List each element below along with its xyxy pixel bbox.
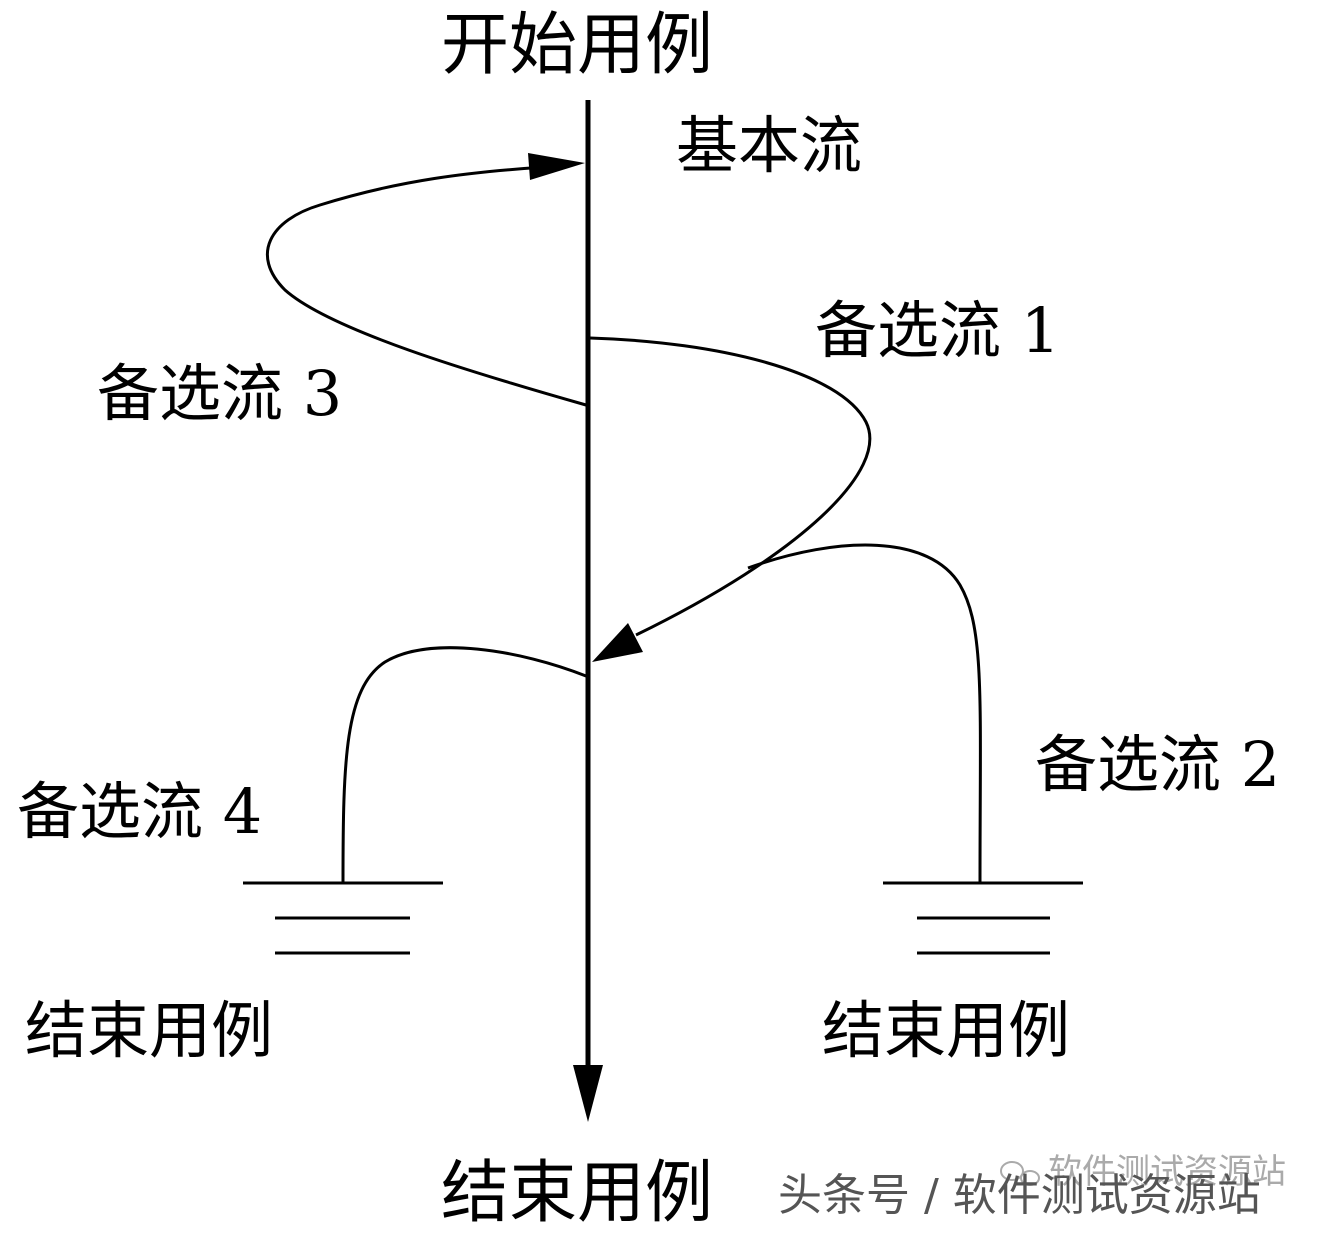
end-terminator-right xyxy=(883,881,1083,955)
watermark-text: 头条号 / 软件测试资源站 xyxy=(778,1170,1261,1221)
alt-flow-1-arrowhead xyxy=(592,623,643,662)
watermark-ghost-text: 软件测试资源站 xyxy=(1048,1152,1286,1192)
alt-flow-3-arrowhead xyxy=(528,153,585,180)
alt-flow-2-curve xyxy=(747,543,982,884)
end-left-label: 结束用例 xyxy=(25,994,273,1067)
wechat-logo-icon xyxy=(1000,1161,1040,1186)
end-terminator-left xyxy=(243,881,443,955)
alt-flow-1-curve xyxy=(589,336,872,637)
alt-flow-3-curve xyxy=(265,165,587,407)
alt-flow-4-label: 备选流 4 xyxy=(17,775,262,848)
start-label: 开始用例 xyxy=(441,6,713,85)
basic-flow-arrowhead xyxy=(573,1065,603,1122)
end-bottom-label: 结束用例 xyxy=(441,1154,713,1233)
alt-flow-1-label: 备选流 1 xyxy=(815,294,1060,367)
alt-flow-2-label: 备选流 2 xyxy=(1035,728,1280,801)
end-right-label: 结束用例 xyxy=(822,994,1070,1067)
alt-flow-3-label: 备选流 3 xyxy=(97,357,342,430)
alt-flow-4-curve xyxy=(341,646,587,884)
basic-flow-label: 基本流 xyxy=(676,109,862,182)
